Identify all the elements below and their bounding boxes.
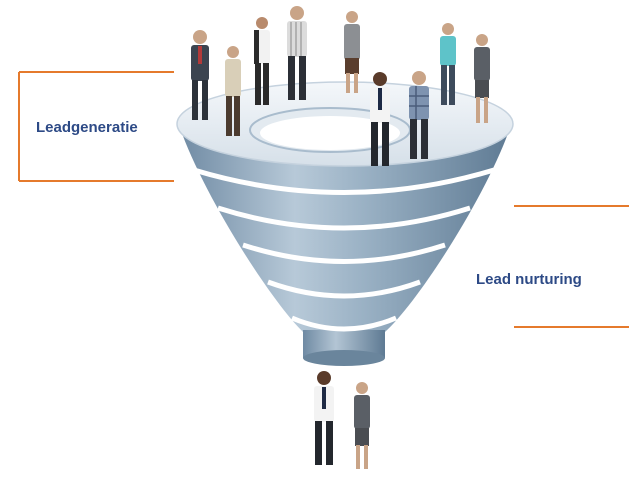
lead-nurturing-lines [514, 205, 629, 328]
person-figure [225, 46, 241, 136]
person-figure [354, 382, 370, 469]
person-figure [191, 30, 209, 120]
person-figure [314, 371, 334, 465]
person-figure [344, 11, 360, 93]
person-figure [440, 23, 456, 105]
lead-nurturing-label: Lead nurturing [476, 271, 582, 288]
person-figure [370, 72, 390, 166]
person-figure [287, 6, 307, 100]
people-bottom [314, 371, 370, 469]
person-figure [409, 71, 429, 159]
person-figure [254, 17, 270, 105]
people-top [191, 6, 490, 166]
lead-generation-bracket [18, 71, 174, 182]
lead-generation-label: Leadgeneratie [36, 119, 138, 136]
person-figure [474, 34, 490, 123]
